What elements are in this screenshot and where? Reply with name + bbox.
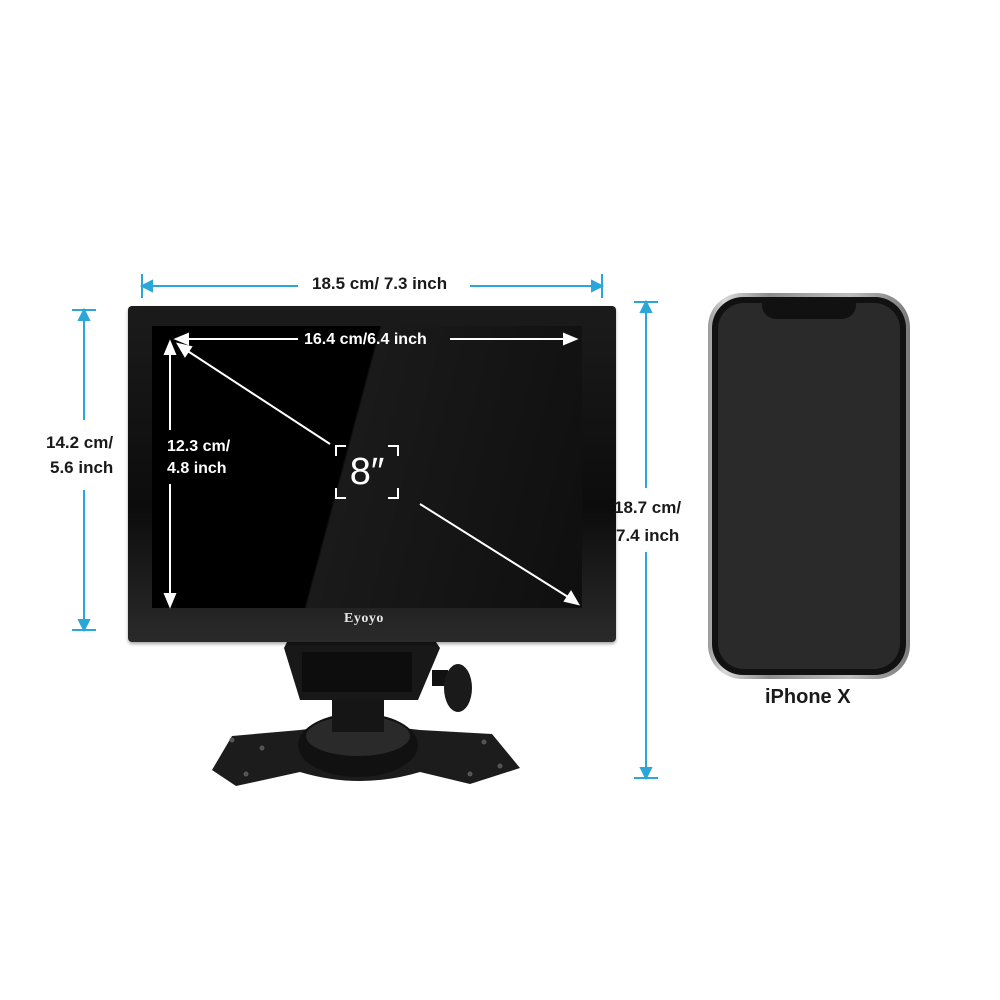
screen-height-label-inch: 4.8 inch <box>167 460 227 477</box>
monitor-height-label-cm: 14.2 cm/ <box>46 433 114 452</box>
screen-width-label: 16.4 cm/6.4 inch <box>304 331 427 348</box>
phone-screen <box>718 303 900 669</box>
screen-size-badge: 8″ <box>336 446 398 498</box>
brand-logo: Eyoyo <box>344 611 384 626</box>
stand-height-label-inch: 7.4 inch <box>616 526 680 545</box>
screen-size-text: 8″ <box>349 451 385 493</box>
phone-notch <box>762 299 856 319</box>
screen-height-label-cm: 12.3 cm/ <box>167 438 231 455</box>
monitor-height-label-inch: 5.6 inch <box>50 458 114 477</box>
stand-height-label-cm: 18.7 cm/ <box>614 498 682 517</box>
monitor-width-label: 18.5 cm/ 7.3 inch <box>312 274 448 293</box>
phone-label: iPhone X <box>765 686 851 708</box>
